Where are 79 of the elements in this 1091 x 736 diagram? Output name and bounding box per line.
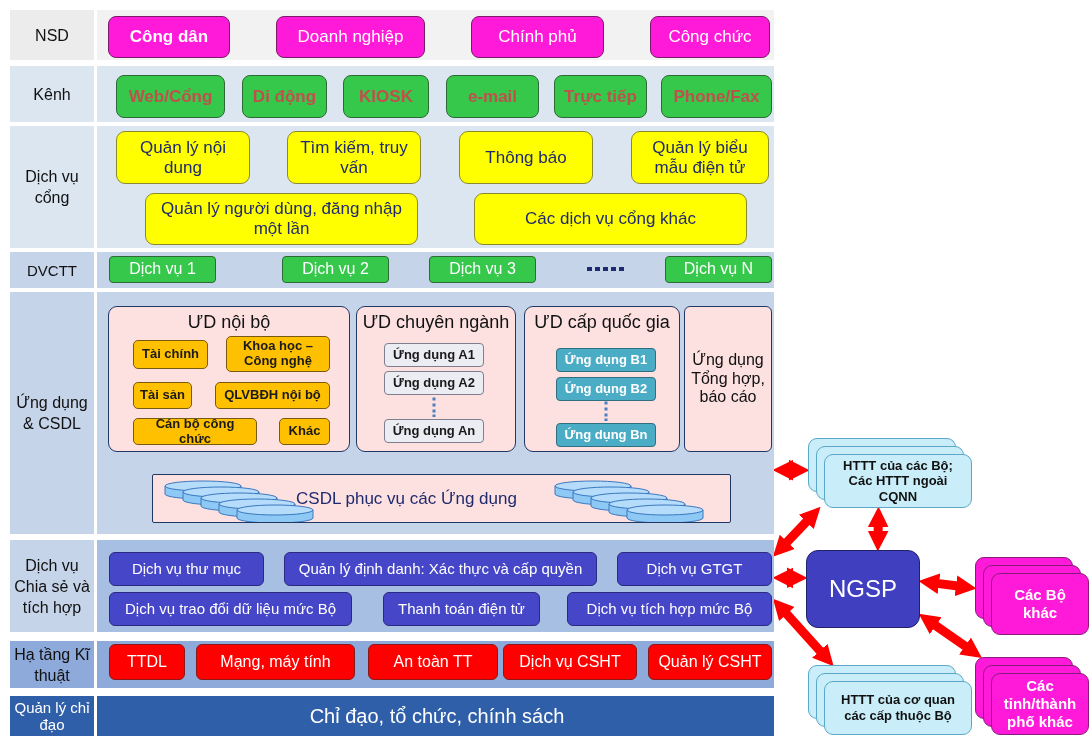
- service-box: Tài chính: [133, 340, 208, 369]
- service-box: Di động: [242, 75, 327, 118]
- service-box: Dịch vụ GTGT: [617, 552, 772, 586]
- card-text: Các Bộ khác: [1013, 586, 1067, 622]
- layer-label: NSD: [35, 25, 69, 46]
- app-box: Ứng dụng Tổng hợp, báo cáo: [684, 306, 772, 452]
- service-box: Thanh toán điện tử: [383, 592, 540, 626]
- card-text: HTTT của cơ quan các cấp thuộc Bộ: [840, 692, 956, 724]
- service-box: Web/Cổng: [116, 75, 225, 118]
- layer-band: [10, 252, 774, 288]
- layer-band: [10, 10, 774, 60]
- service-box: Ứng dụng B2: [556, 377, 656, 401]
- stacked-card: [975, 557, 1089, 635]
- database-panel: CSDL phục vụ các Ứng dụng: [152, 474, 731, 523]
- layer-band: [10, 126, 774, 248]
- stacked-card: [975, 657, 1089, 735]
- layer-label: Kênh: [33, 84, 71, 105]
- service-box: Mạng, máy tính: [196, 644, 355, 680]
- stacked-card: [808, 438, 972, 508]
- service-box: Dịch vụ thư mục: [109, 552, 264, 586]
- service-box: Dịch vụ 2: [282, 256, 389, 283]
- layer-label: DVCTT: [27, 261, 77, 279]
- group-title: ƯD cấp quốc gia: [533, 312, 671, 333]
- service-box: Dịch vụ trao đổi dữ liệu mức Bộ: [109, 592, 352, 626]
- service-box: Tìm kiếm, truy vấn: [287, 131, 421, 184]
- service-box: Chính phủ: [471, 16, 604, 58]
- service-box: Công chức: [650, 16, 770, 58]
- layer-band: [10, 292, 774, 534]
- service-box: An toàn TT: [368, 644, 498, 680]
- layer-band: [10, 696, 774, 736]
- stacked-card: [808, 665, 972, 735]
- service-box: TTDL: [109, 644, 185, 680]
- group-title: ƯD nội bộ: [186, 312, 272, 333]
- service-box: Quản lý người dùng, đăng nhập một lần: [145, 193, 418, 245]
- service-box: Quản lý định danh: Xác thực và cấp quyền: [284, 552, 597, 586]
- layer-band: [10, 66, 774, 122]
- layer-label: Quản lý chỉ đạo: [13, 699, 91, 733]
- card-text: HTTT của các Bộ; Các HTTT ngoài CQNN: [842, 457, 954, 505]
- layer-band: [10, 641, 774, 688]
- group-panel: [524, 306, 680, 452]
- group-title: ƯD chuyên ngành: [361, 312, 511, 333]
- layer-label: Ứng dụng & CSDL: [15, 392, 89, 434]
- service-box: e-mail: [446, 75, 539, 118]
- double-arrow: [918, 613, 982, 658]
- service-box: Ứng dụng An: [384, 419, 484, 443]
- service-box: Ứng dụng Bn: [556, 423, 656, 447]
- platform-box: NGSP: [806, 550, 920, 628]
- service-box: Khoa học – Công nghệ: [226, 336, 330, 372]
- double-arrow: [918, 573, 977, 597]
- service-box: Doanh nghiệp: [276, 16, 425, 58]
- service-box: Ứng dụng A2: [384, 371, 484, 395]
- service-box: KIOSK: [343, 75, 429, 118]
- service-box: Tài sản: [133, 382, 192, 409]
- service-box: Dịch vụ 3: [429, 256, 536, 283]
- service-box: QLVBĐH nội bộ: [215, 382, 330, 409]
- layer-label: Hạ tầng Kĩ thuật: [13, 644, 92, 686]
- service-box: Ứng dụng A1: [384, 343, 484, 367]
- service-box: Ứng dụng B1: [556, 348, 656, 372]
- double-arrow: [867, 506, 889, 552]
- service-box: Thông báo: [459, 131, 593, 184]
- service-box: Khác: [279, 418, 330, 445]
- service-box: Quản lý nội dung: [116, 131, 250, 184]
- service-box: Dịch vụ tích hợp mức Bộ: [567, 592, 772, 626]
- service-box: Trực tiếp: [554, 75, 647, 118]
- service-box: Dịch vụ CSHT: [503, 644, 637, 680]
- layer-label: Dịch vụ Chia sẻ và tích hợp: [13, 555, 91, 618]
- service-box: Công dân: [108, 16, 230, 58]
- card-text: Các tỉnh/thành phố khác: [1002, 677, 1078, 731]
- service-box: Cán bộ công chức: [133, 418, 257, 445]
- service-box: Quản lý CSHT: [648, 644, 772, 680]
- group-panel: [356, 306, 516, 452]
- layer-label: Dịch vụ cổng: [24, 167, 80, 208]
- service-box: Dịch vụ 1: [109, 256, 216, 283]
- service-box: Phone/Fax: [661, 75, 772, 118]
- service-box: Dịch vụ N: [665, 256, 772, 283]
- group-panel: [108, 306, 350, 452]
- service-box: Quản lý biểu mẫu điện tử: [631, 131, 769, 184]
- layer-band: [10, 540, 774, 632]
- service-box: Các dịch vụ cổng khác: [474, 193, 747, 245]
